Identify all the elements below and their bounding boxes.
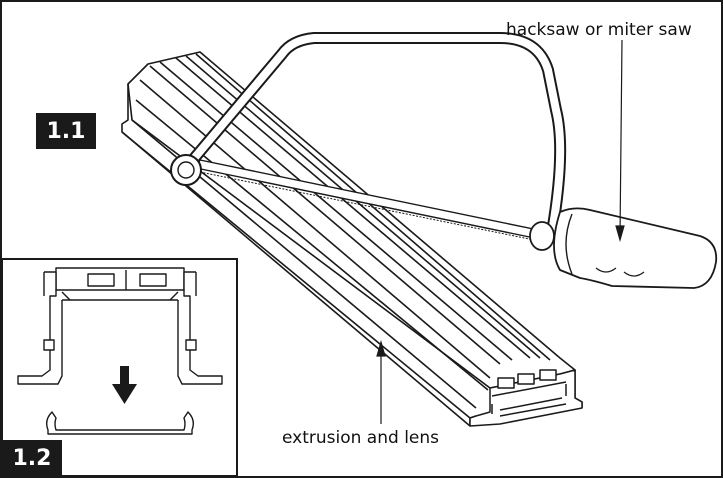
lens-cross-section <box>45 411 195 435</box>
hacksaw <box>170 32 718 289</box>
saw-handle <box>553 207 718 289</box>
extrusion-label: extrusion and lens <box>282 428 440 448</box>
arrow-down-icon <box>112 366 137 404</box>
saw-leader-line <box>619 39 623 237</box>
inset-panel-border <box>1 258 238 477</box>
profile-cross-section <box>17 267 223 435</box>
step-badge-1-1: 1.1 <box>36 113 96 149</box>
extrusion-end-face <box>469 369 583 427</box>
step-badge-1-2: 1.2 <box>2 440 62 476</box>
leader-lines <box>376 39 625 424</box>
saw-label: hacksaw or miter saw <box>506 20 692 40</box>
